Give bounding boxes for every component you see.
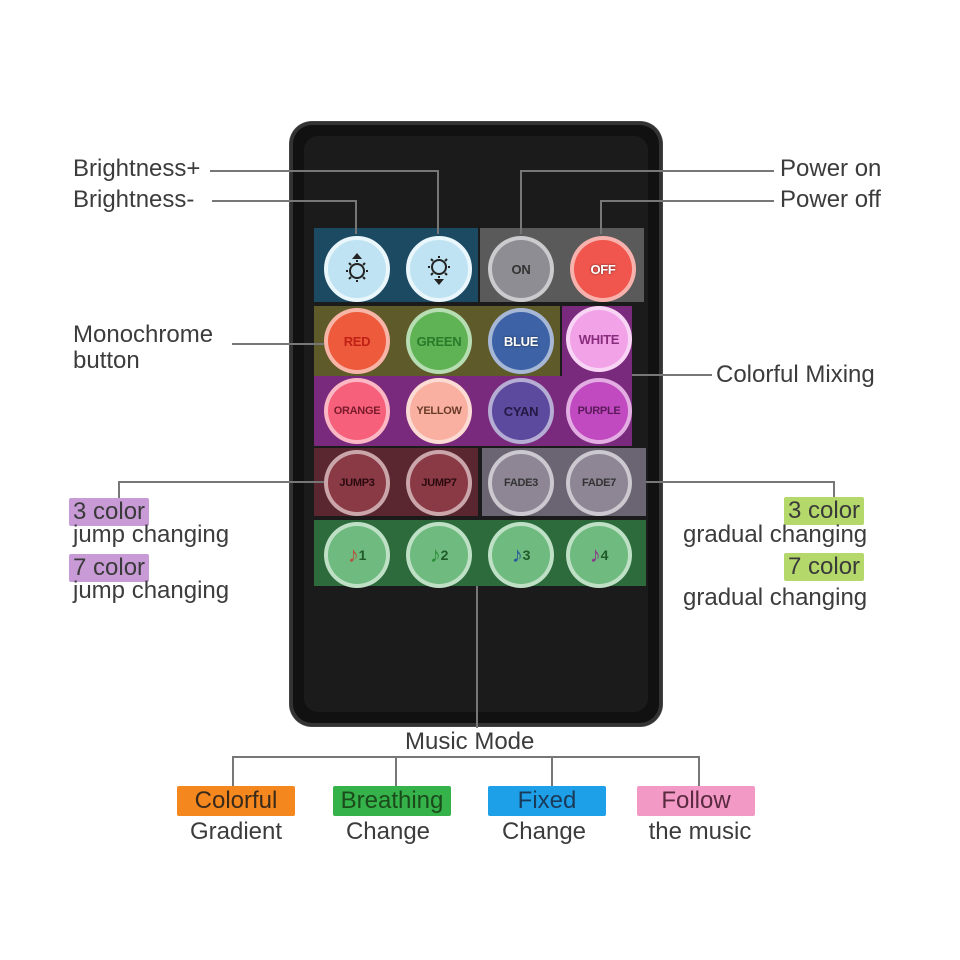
music2-label: 2 xyxy=(440,547,449,563)
off-button[interactable]: OFF xyxy=(570,236,636,302)
brightness-minus-line-v xyxy=(355,200,357,234)
jump7-button[interactable]: JUMP7 xyxy=(406,450,472,516)
mode-fixed-chip: Fixed xyxy=(488,786,606,816)
fade3-text: gradual changing xyxy=(683,521,868,548)
mode-fixed-sub: Change xyxy=(501,818,587,845)
music-tree-v2 xyxy=(395,756,397,786)
on-button[interactable]: ON xyxy=(488,236,554,302)
brightness-minus-label: Brightness- xyxy=(73,186,195,213)
jump7-text: jump changing xyxy=(73,577,230,604)
fade-line-h xyxy=(646,481,834,483)
music-mode-label: Music Mode xyxy=(405,728,535,755)
green-button[interactable]: GREEN xyxy=(406,308,472,374)
orange-button[interactable]: ORANGE xyxy=(324,378,390,444)
mode-breathing-sub: Change xyxy=(345,818,431,845)
mode-follow-chip: Follow xyxy=(637,786,755,816)
fade-line-v xyxy=(833,481,835,497)
jump3-text: jump changing xyxy=(73,521,230,548)
fade7-text: gradual changing xyxy=(683,584,868,611)
fade7-button[interactable]: FADE7 xyxy=(566,450,632,516)
brightness-plus-line-v xyxy=(437,170,439,234)
mode-colorful-sub: Gradient xyxy=(189,818,283,845)
music-note-icon: ♪ xyxy=(347,542,359,567)
music1-label: 1 xyxy=(358,547,367,563)
music2-button[interactable]: ♪2 xyxy=(406,522,472,588)
music4-label: 4 xyxy=(600,547,609,563)
monochrome-line xyxy=(232,343,324,345)
brightness-up-button[interactable] xyxy=(324,236,390,302)
jump7-chip: 7 color xyxy=(69,554,150,582)
colorful-mixing-label: Colorful Mixing xyxy=(716,361,875,388)
mixing-line xyxy=(632,374,712,376)
mode-breathing-chip: Breathing xyxy=(333,786,451,816)
blue-button[interactable]: BLUE xyxy=(488,308,554,374)
brightness-plus-line-h xyxy=(210,170,438,172)
music3-label: 3 xyxy=(522,547,531,563)
mode-colorful-chip: Colorful xyxy=(177,786,295,816)
jump3-button[interactable]: JUMP3 xyxy=(324,450,390,516)
music-note-icon: ♪ xyxy=(429,542,441,567)
music-line-v xyxy=(476,586,478,728)
fade3-button[interactable]: FADE3 xyxy=(488,450,554,516)
brightness-down-icon xyxy=(428,256,450,285)
music-note-icon: ♪ xyxy=(511,542,523,567)
music-tree-v4 xyxy=(698,756,700,786)
white-button[interactable]: WHITE xyxy=(566,306,632,372)
cyan-button[interactable]: CYAN xyxy=(488,378,554,444)
music1-button[interactable]: ♪1 xyxy=(324,522,390,588)
power-off-line-v xyxy=(600,200,602,234)
brightness-plus-label: Brightness+ xyxy=(73,155,201,182)
power-on-line-h xyxy=(520,170,774,172)
music-tree-h xyxy=(232,756,699,758)
power-on-line-v xyxy=(520,170,522,234)
fade3-chip: 3 color xyxy=(784,497,865,525)
mode-follow-sub: the music xyxy=(648,818,752,845)
brightness-down-button[interactable] xyxy=(406,236,472,302)
music-note-icon: ♪ xyxy=(589,542,601,567)
brightness-up-icon xyxy=(346,253,368,282)
monochrome-label-1: Monochrome xyxy=(73,321,214,348)
power-on-label: Power on xyxy=(780,155,882,182)
yellow-button[interactable]: YELLOW xyxy=(406,378,472,444)
power-off-line-h xyxy=(600,200,774,202)
monochrome-label-2: button xyxy=(73,347,140,374)
fade7-chip: 7 color xyxy=(784,553,865,581)
jump-line-v xyxy=(118,481,120,499)
music-tree-v3 xyxy=(551,756,553,786)
red-button[interactable]: RED xyxy=(324,308,390,374)
music-tree-v1 xyxy=(232,756,234,786)
jump-line-h xyxy=(118,481,324,483)
jump3-chip: 3 color xyxy=(69,498,150,526)
power-off-label: Power off xyxy=(780,186,881,213)
brightness-minus-line-h xyxy=(212,200,356,202)
purple-button[interactable]: PURPLE xyxy=(566,378,632,444)
music3-button[interactable]: ♪3 xyxy=(488,522,554,588)
music4-button[interactable]: ♪4 xyxy=(566,522,632,588)
